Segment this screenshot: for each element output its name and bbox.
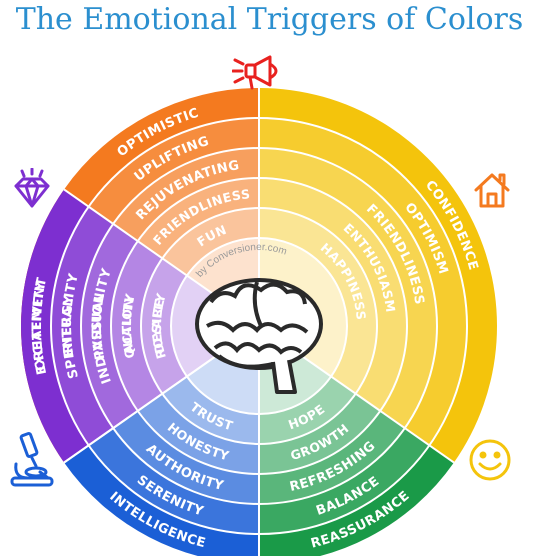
label-red-2: PASSION	[90, 291, 108, 361]
wedge-orange-band-2	[113, 148, 259, 242]
wedge-orange-band-3	[137, 178, 259, 259]
wedge-blue-band-3	[137, 393, 259, 474]
wedge-green-band-1	[259, 428, 430, 534]
diamond-icon	[14, 168, 50, 208]
wedge-green-band-3	[259, 393, 381, 474]
wedge-blue-band-4	[162, 376, 259, 444]
house-icon	[474, 173, 510, 208]
wedge-purple-band-2	[80, 223, 138, 429]
label-purple-0: CREATIVITY	[30, 280, 49, 372]
wedge-yellow-band-3	[259, 178, 407, 411]
label-red-0: EXCITEMENT	[30, 276, 50, 376]
wedge-yellow-band-0	[259, 88, 498, 463]
wedge-orange-band-4	[162, 208, 259, 276]
wedge-yellow-band-4	[259, 208, 377, 394]
label-purple-4: ROYALTY	[149, 291, 169, 361]
label-red-4: DESIRE	[149, 297, 168, 355]
brain-icon	[195, 278, 323, 394]
wedge-purple-band-4	[141, 258, 187, 394]
label-purple-1: SPIRITUALITY	[60, 272, 82, 380]
wedge-blue-band-1	[88, 428, 260, 534]
wedge-purple-band-1	[50, 206, 114, 446]
label-red-1: ENERGY	[60, 294, 77, 358]
wedge-purple-band-3	[111, 241, 163, 411]
wedge-yellow-band-1	[259, 118, 468, 446]
wedge-green-band-2	[259, 410, 405, 504]
wedge-purple-band-0	[20, 189, 89, 463]
label-purple-3: QUALITY	[119, 292, 138, 360]
microscope-icon	[10, 432, 54, 487]
page-title: The Emotional Triggers of Colors	[15, 2, 524, 37]
wedge-green-band-4	[259, 376, 356, 444]
megaphone-icon	[232, 55, 278, 90]
wedge-yellow-band-2	[259, 148, 437, 429]
wedge-orange-band-1	[88, 118, 260, 224]
wedge-blue-band-2	[113, 410, 259, 504]
label-red-3: ACTION	[119, 296, 137, 355]
smiley-icon	[469, 439, 511, 481]
